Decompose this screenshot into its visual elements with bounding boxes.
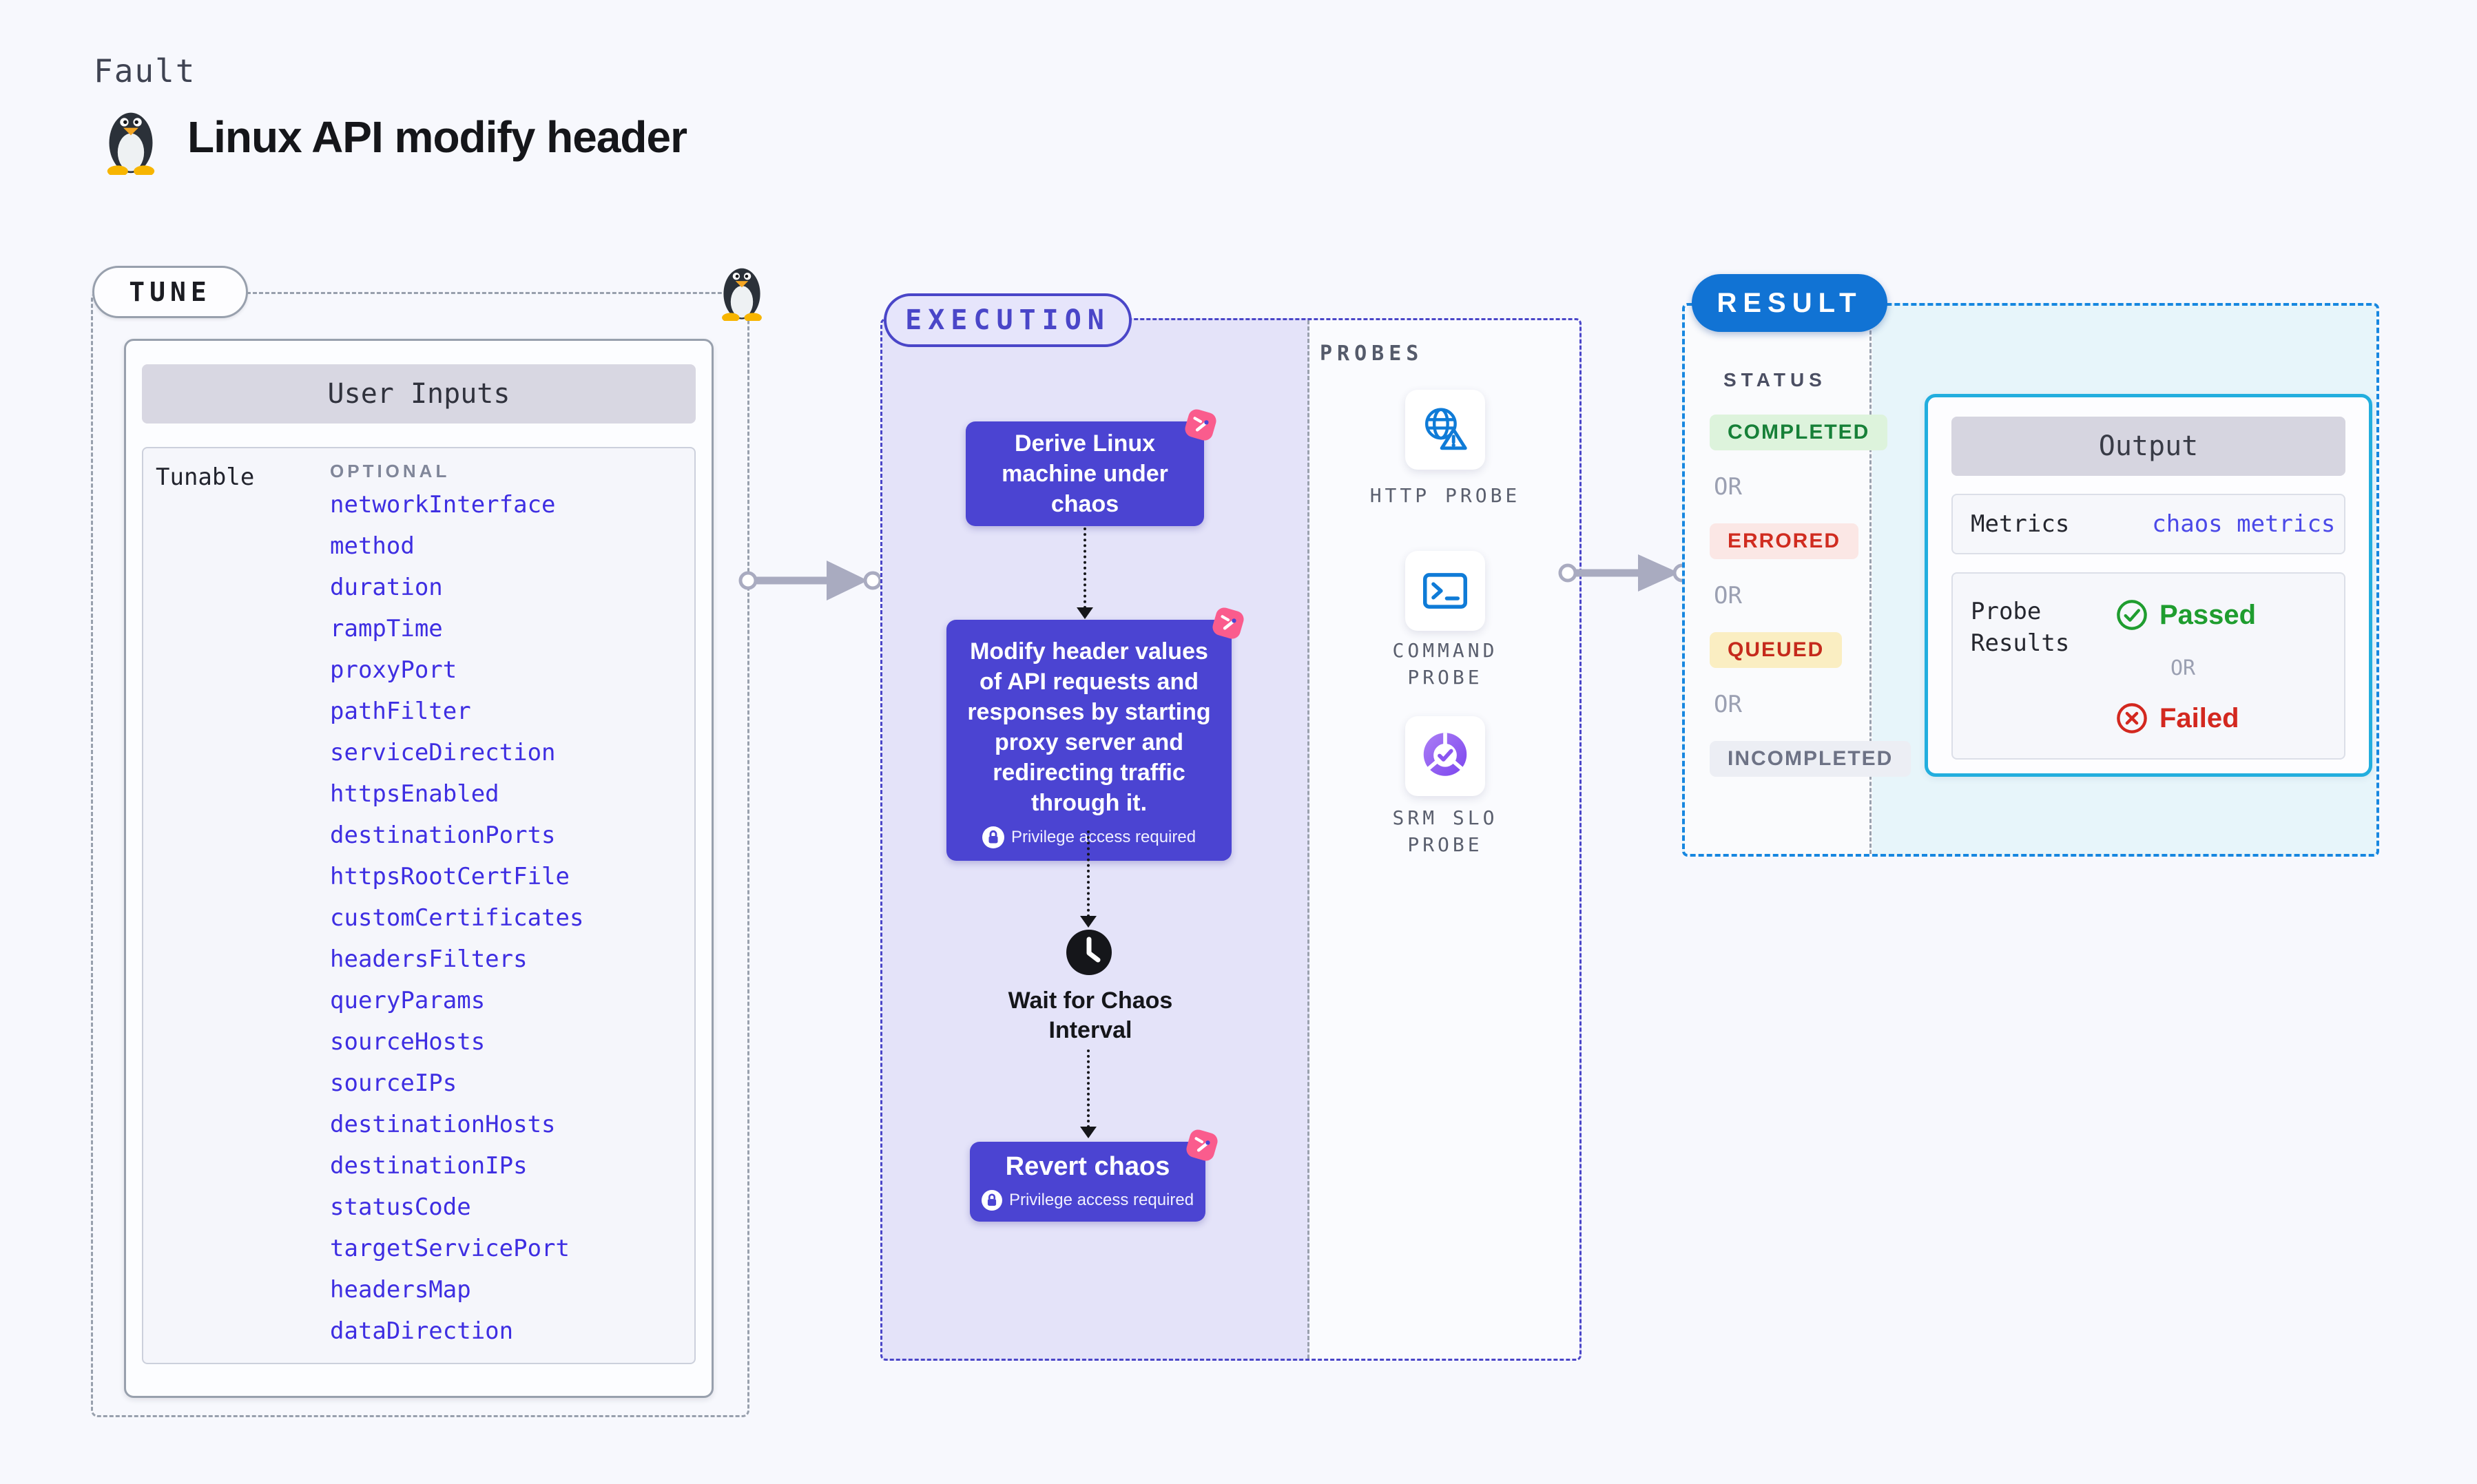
globe-alert-icon [1424,408,1467,450]
flow-arrowhead [1080,916,1097,928]
clock-icon [1066,930,1112,975]
wait-interval-label: Wait for Chaos Interval [1008,987,1173,1043]
tunable-label: Tunable [156,463,255,491]
tunable-param-link[interactable]: networkInterface [330,491,556,519]
status-label: STATUS [1723,369,1827,390]
probes-section-label: PROBES [1320,342,1424,366]
flow-connector [1087,1049,1090,1128]
tunable-param-link[interactable]: headersFilters [330,945,528,973]
status-badge: COMPLETED [1710,415,1888,450]
step-label: Modify header values of API requests and… [967,638,1211,816]
tune-section-outline [91,292,749,1417]
lock-icon [982,826,1004,848]
tunable-param-link[interactable]: destinationPorts [330,822,556,849]
flow-arrow-tune-to-execution [738,561,882,600]
chaos-logo-icon [1212,607,1244,639]
fault-kicker: Fault [94,52,196,90]
failed-result: Failed [2115,702,2239,735]
user-inputs-card: User Inputs Tunable OPTIONAL networkInte… [124,339,714,1398]
privilege-note: Privilege access required [978,1190,1197,1211]
command-probe-label: COMMAND PROBE [1392,639,1498,689]
tunable-param-link[interactable]: sourceHosts [330,1028,486,1056]
tunable-param-link[interactable]: duration [330,574,443,601]
lock-icon [981,1190,1002,1211]
chaos-metrics-link[interactable]: chaos metrics [2152,510,2336,538]
status-badge: OR [1714,473,1742,501]
command-probe-card[interactable] [1405,551,1485,631]
tunable-param-link[interactable]: httpsRootCertFile [330,863,570,890]
metrics-label: Metrics [1971,510,2070,538]
status-badge: OR [1714,691,1742,718]
passed-result: Passed [2115,598,2256,631]
tunable-param-link[interactable]: serviceDirection [330,739,556,766]
x-circle-icon [2117,703,2147,733]
slo-donut-icon [1423,733,1467,776]
tunable-param-link[interactable]: method [330,532,415,560]
probe-results-label: Probe Results [1971,598,2070,657]
tunable-param-link[interactable]: statusCode [330,1193,471,1221]
status-badge: OR [1714,582,1742,609]
result-section-badge: RESULT [1692,274,1887,332]
tux-penguin-icon [107,112,155,175]
chaos-logo-icon [1185,409,1216,441]
probes-divider [1307,320,1309,1359]
optional-label: OPTIONAL [330,461,450,481]
srm-slo-probe-card[interactable] [1405,716,1485,796]
flow-connector [1087,830,1090,917]
step-modify-header: Modify header values of API requests and… [946,607,1244,861]
chaos-logo-icon [1186,1129,1218,1161]
step-revert-chaos: Revert chaos Privilege access required [970,1129,1218,1222]
or-label: OR [2170,656,2196,680]
http-probe-label: HTTP PROBE [1369,484,1521,507]
srm-slo-probe-label: SRM SLO PROBE [1392,806,1498,856]
privilege-note-text: Privilege access required [1011,828,1196,846]
step-derive-machine: Derive Linux machine under chaos [966,409,1216,526]
metrics-row: Metrics chaos metrics [1951,494,2345,554]
privilege-note-text: Privilege access required [1008,1191,1194,1209]
output-title: Output [1951,417,2345,476]
status-badge: ERRORED [1710,523,1859,559]
tunable-param-link[interactable]: headersMap [330,1276,471,1304]
tune-section-badge: TUNE [92,266,248,318]
check-circle-icon [2117,600,2147,630]
tunable-param-link[interactable]: rampTime [330,615,443,642]
tunables-panel: Tunable OPTIONAL networkInterface method d… [142,447,696,1364]
tunable-param-link[interactable]: queryParams [330,987,486,1014]
flow-arrowhead [1077,607,1093,619]
terminal-icon [1423,573,1467,609]
tunable-param-link[interactable]: destinationHosts [330,1111,556,1138]
flow-arrow-execution-to-result [1558,554,1692,592]
passed-label: Passed [2159,599,2257,630]
tux-penguin-icon [722,268,762,321]
failed-label: Failed [2159,702,2239,733]
probe-results-row: Probe Results Passed OR Failed [1951,572,2345,760]
status-list: COMPLETED OR ERRORED OR QUEUED OR INCOMPLETED [1710,415,1911,777]
output-card: Output Metrics chaos metrics Probe Resul… [1925,394,2372,777]
step-label: Derive Linux machine under chaos [1002,430,1168,517]
step-label: Revert chaos [1005,1152,1170,1181]
tunable-param-link[interactable]: pathFilter [330,698,471,725]
tunable-param-link[interactable]: destinationIPs [330,1152,528,1180]
execution-section-badge: EXECUTION [884,293,1132,347]
http-probe-card[interactable] [1405,390,1485,470]
flow-arrowhead [1080,1127,1097,1138]
status-badge: INCOMPLETED [1710,741,1911,777]
flow-connector [1084,527,1086,609]
tunable-param-link[interactable]: dataDirection [330,1317,514,1345]
status-badge: QUEUED [1710,632,1843,668]
tunable-param-link[interactable]: proxyPort [330,656,457,684]
tunable-param-link[interactable]: targetServicePort [330,1235,570,1262]
user-inputs-title: User Inputs [142,364,696,424]
page-title: Linux API modify header [187,112,687,162]
tunable-param-link[interactable]: sourceIPs [330,1069,457,1097]
privilege-note: Privilege access required [957,826,1221,848]
tunable-param-link[interactable]: httpsEnabled [330,780,499,808]
tunable-param-list: networkInterface method duration rampTime pr… [330,484,687,1352]
result-divider [1869,306,1872,854]
tunable-param-link[interactable]: customCertificates [330,904,584,932]
